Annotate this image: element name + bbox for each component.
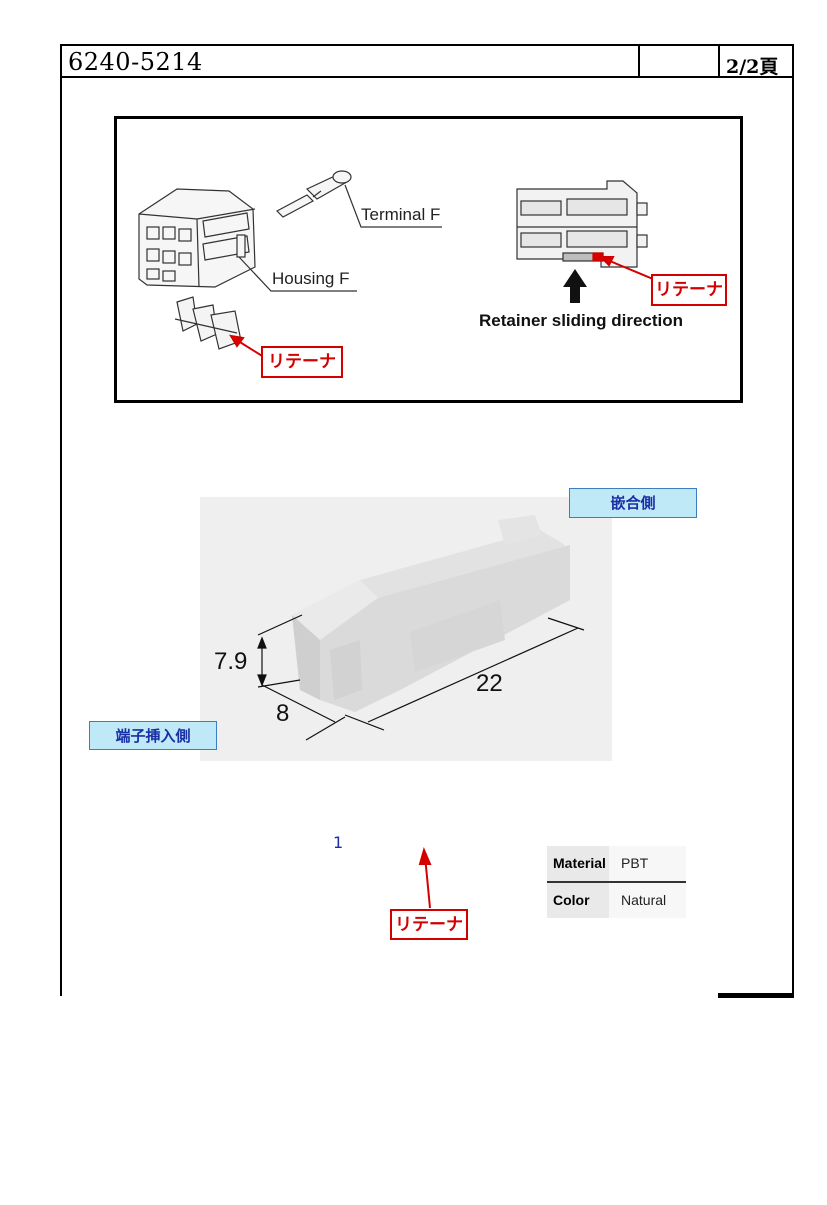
retainer-arrows: [229, 256, 654, 360]
note-retainer-arrow: [418, 847, 432, 909]
spec-row-color: Color Natural: [547, 883, 686, 918]
dimension-length: 22: [476, 670, 503, 697]
spec-table: Material PBT Color Natural: [547, 846, 686, 918]
dimension-width: 8: [276, 700, 290, 727]
sliding-direction-arrow: [563, 269, 587, 303]
terminal-illustration: [276, 170, 352, 218]
housing-label: Housing F: [272, 269, 350, 288]
header-divider: [638, 46, 640, 76]
spec-value: Natural: [609, 883, 686, 918]
dimension-height: 7.9: [214, 648, 248, 675]
retainer-tag-left: リテーナ: [261, 346, 343, 378]
housing-illustration: [138, 188, 256, 288]
header-row: 6240-5214 2/2頁: [60, 44, 794, 78]
doc-number: 6240-5214: [68, 48, 203, 76]
spec-value: PBT: [609, 846, 686, 881]
connector-body: [292, 515, 570, 712]
leader-lines: [238, 184, 442, 292]
spec-divider: [547, 881, 686, 883]
spec-key: Material: [547, 846, 609, 881]
page-indicator: 2/2頁: [726, 56, 779, 78]
insertion-side-tag: 端子挿入側: [89, 721, 217, 750]
cross-section-illustration: [516, 180, 648, 268]
diagram-drawing: [138, 170, 654, 360]
note-retainer-tag: リテーナ: [390, 909, 468, 940]
terminal-label: Terminal F: [361, 205, 441, 224]
retainer-direction-label: Retainer sliding direction: [479, 311, 684, 330]
mating-side-tag: 嵌合側: [569, 488, 697, 518]
note-number: 1: [333, 833, 344, 852]
spec-row-material: Material PBT: [547, 846, 686, 881]
spec-key: Color: [547, 883, 609, 918]
diagram-box: Terminal F Housing F リテーナ リテーナ Retainer …: [114, 116, 743, 403]
header-divider: [718, 46, 720, 76]
bottom-bar: [718, 993, 794, 998]
retainer-tag-right: リテーナ: [651, 274, 727, 306]
dimension-lines: [257, 614, 585, 741]
